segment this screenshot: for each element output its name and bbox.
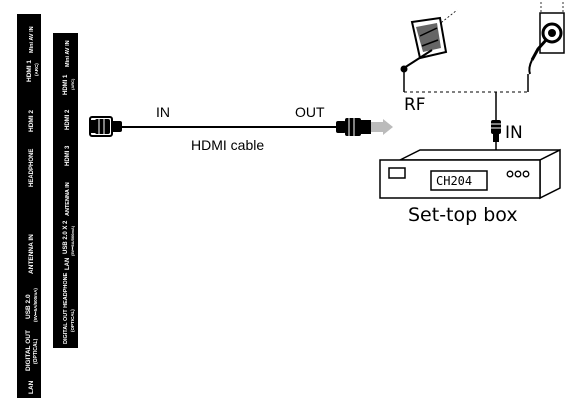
panel2-label-digital-out-headphone: DIGITAL OUT HEADPHONE <box>63 272 69 344</box>
stb-button-icon <box>514 170 522 178</box>
panel-label-antenna-in: ANTENNA IN <box>28 234 35 274</box>
stb-slot <box>388 167 406 179</box>
stb-display <box>430 170 488 191</box>
panel-label-mini-av: Mini AV IN <box>29 26 35 53</box>
panel-label-digital-out: DIGITAL OUT <box>25 330 32 371</box>
panel-label-hdmi1: HDMI 1 <box>26 60 33 82</box>
rf-plug-icon: IN <box>491 120 523 150</box>
hdmi-cable: IN OUT HDMI cable <box>89 104 393 153</box>
panel2-label-lan: LAN <box>65 258 71 270</box>
panel2-label-usb-power: (5V⎓5A/500mA) <box>70 225 75 256</box>
hdmi-plug-left <box>89 116 122 137</box>
satellite-dish-icon <box>400 9 458 73</box>
panel2-label-optical: (OPTICAL) <box>70 309 75 332</box>
rf-wiring: RF <box>403 72 529 120</box>
panel-label-lan: LAN <box>28 380 35 394</box>
arrow-icon <box>383 119 393 135</box>
panel2-label-antenna-in: ANTENNA IN <box>65 182 71 216</box>
cable-in-label: IN <box>156 104 170 120</box>
stb-label: Set-top box <box>408 204 518 226</box>
hdmi-plug-right <box>336 118 393 136</box>
panel2-label-hdmi2: HDMI 2 <box>65 109 71 130</box>
set-top-box: CH204 Set-top box <box>379 148 561 226</box>
panel2-label-hdmi3: HDMI 3 <box>65 145 71 166</box>
stb-button-icon <box>506 170 514 178</box>
antenna-outlet-icon <box>528 2 565 75</box>
panel-label-optical: (OPTICAL) <box>33 338 39 364</box>
stb-in-label: IN <box>505 123 523 143</box>
panel2-label-arc: (ARC) <box>70 78 75 90</box>
panel-label-usb-power: (5V⎓5A/500mA) <box>33 288 38 322</box>
cable-out-label: OUT <box>295 104 325 120</box>
panel-label-headphone: HEADPHONE <box>29 149 35 187</box>
panel2-label-mini-av: Mini AV IN <box>65 40 71 67</box>
rf-label: RF <box>404 95 426 115</box>
stb-display-text: CH204 <box>436 174 472 188</box>
cable-name-label: HDMI cable <box>191 137 264 153</box>
panel-label-hdmi2: HDMI 2 <box>28 110 35 132</box>
stb-button-icon <box>522 170 530 178</box>
panel-label-usb: USB 2.0 <box>25 294 32 319</box>
panel-label-arc: (ARC) <box>34 63 39 76</box>
panel2-label-hdmi1: HDMI 1 <box>63 74 69 95</box>
tv-panel-right: DIGITAL OUT HEADPHONE (OPTICAL) LAN USB … <box>53 33 78 348</box>
tv-panel-left: LAN DIGITAL OUT (OPTICAL) USB 2.0 (5V⎓5A… <box>17 14 41 398</box>
panel2-label-usb: USB 2.0 X 2 <box>63 220 69 254</box>
